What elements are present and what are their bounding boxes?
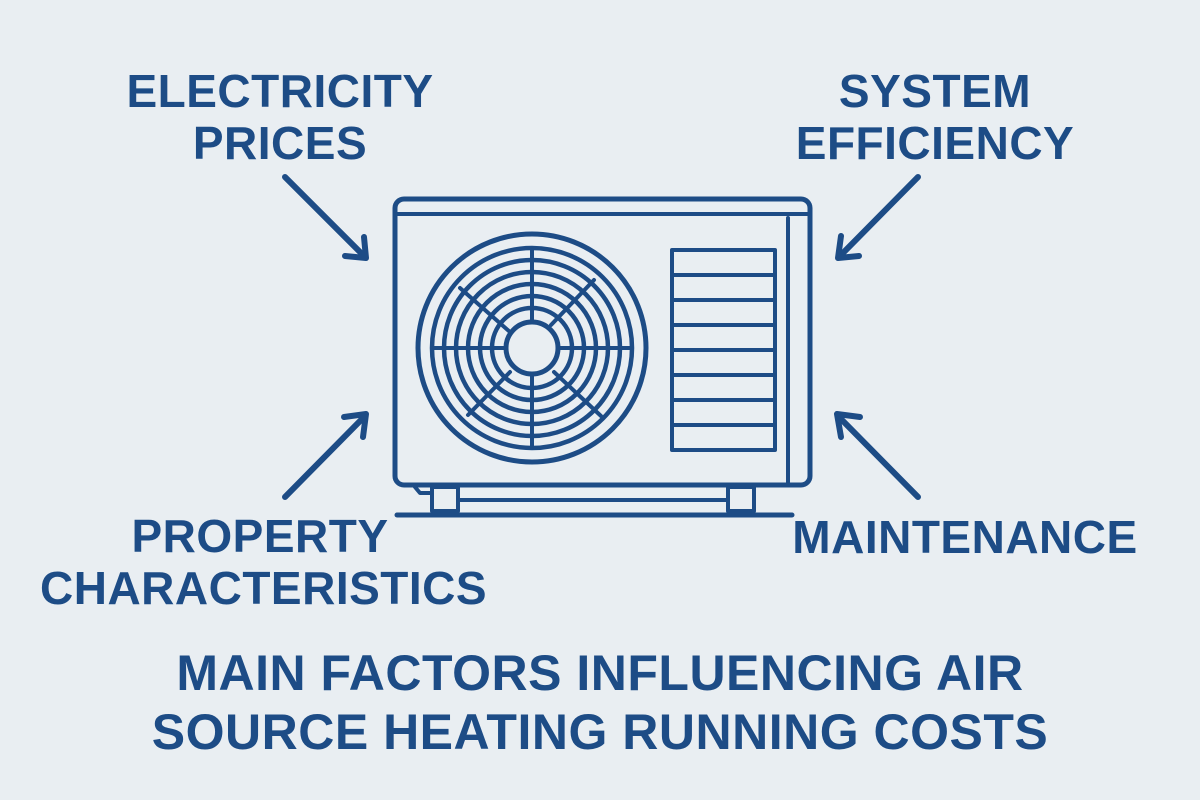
factor-label-line1: PROPERTY	[131, 510, 389, 562]
arrow-electricity-icon	[282, 174, 369, 261]
factor-property-characteristics: PROPERTY CHARACTERISTICS	[40, 510, 488, 614]
factor-maintenance: MAINTENANCE	[790, 511, 1140, 564]
factor-label-line2: CHARACTERISTICS	[40, 561, 488, 614]
factor-label-line1: MAINTENANCE	[792, 511, 1138, 563]
factor-label-line2: EFFICIENCY	[795, 116, 1075, 169]
factor-electricity-prices: ELECTRICITY PRICES	[120, 65, 440, 169]
diagram-title: MAIN FACTORS INFLUENCING AIR SOURCE HEAT…	[100, 644, 1100, 762]
factor-label-line1: SYSTEM	[838, 65, 1032, 117]
fan-grille-icon	[415, 231, 649, 465]
title-line2: SOURCE HEATING RUNNING COSTS	[151, 704, 1049, 760]
factor-label-line1: ELECTRICITY	[126, 65, 434, 117]
heat-pump-unit-icon	[392, 196, 813, 518]
arrow-maintenance-icon	[834, 411, 921, 500]
arrow-property-icon	[282, 411, 369, 500]
title-line1: MAIN FACTORS INFLUENCING AIR	[176, 645, 1024, 701]
vent-panel-icon	[670, 248, 777, 452]
factor-system-efficiency: SYSTEM EFFICIENCY	[790, 65, 1080, 169]
arrow-system-efficiency-icon	[835, 174, 921, 261]
factor-label-line2: PRICES	[192, 116, 368, 169]
